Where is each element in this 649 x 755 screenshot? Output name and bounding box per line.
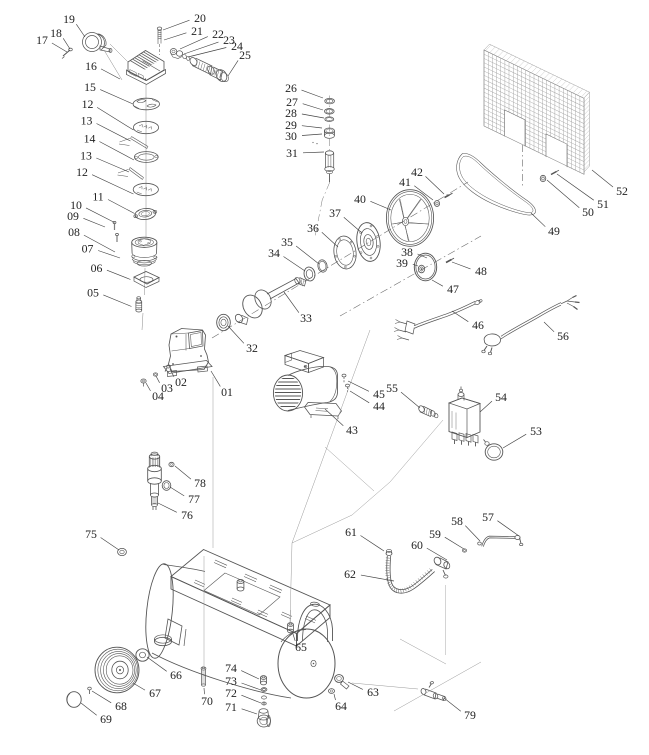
svg-text:26: 26 [285, 81, 297, 95]
svg-text:49: 49 [548, 224, 560, 238]
svg-text:47: 47 [447, 282, 459, 296]
svg-text:71: 71 [225, 700, 237, 714]
svg-text:67: 67 [149, 686, 161, 700]
svg-text:79: 79 [464, 708, 476, 722]
svg-text:74: 74 [225, 661, 237, 675]
svg-text:34: 34 [268, 246, 280, 260]
svg-text:33: 33 [300, 311, 312, 325]
svg-text:46: 46 [472, 318, 484, 332]
svg-text:03: 03 [161, 381, 173, 395]
svg-text:62: 62 [344, 567, 356, 581]
svg-text:58: 58 [451, 514, 463, 528]
svg-text:53: 53 [530, 424, 542, 438]
svg-text:06: 06 [91, 261, 103, 275]
svg-text:32: 32 [246, 341, 258, 355]
svg-text:64: 64 [335, 699, 347, 713]
svg-text:66: 66 [170, 668, 182, 682]
svg-text:22: 22 [212, 27, 224, 41]
svg-text:35: 35 [281, 235, 293, 249]
svg-text:13: 13 [80, 149, 92, 163]
svg-text:48: 48 [475, 264, 487, 278]
svg-text:30: 30 [285, 129, 297, 143]
svg-text:11: 11 [92, 190, 103, 204]
svg-text:31: 31 [286, 146, 298, 160]
svg-text:70: 70 [201, 694, 213, 708]
svg-text:12: 12 [82, 97, 94, 111]
svg-text:13: 13 [81, 114, 93, 128]
svg-text:50: 50 [582, 205, 594, 219]
svg-text:42: 42 [411, 165, 423, 179]
svg-text:37: 37 [329, 206, 341, 220]
svg-text:68: 68 [115, 699, 127, 713]
svg-text:21: 21 [191, 24, 203, 38]
svg-text:18: 18 [50, 26, 62, 40]
svg-text:29: 29 [285, 118, 297, 132]
svg-text:56: 56 [557, 329, 569, 343]
svg-text:43: 43 [346, 423, 358, 437]
svg-text:15: 15 [84, 80, 96, 94]
svg-text:77: 77 [188, 492, 200, 506]
svg-text:72: 72 [225, 686, 237, 700]
svg-text:14: 14 [84, 132, 96, 146]
svg-text:07: 07 [82, 242, 94, 256]
svg-text:38: 38 [401, 245, 413, 259]
svg-text:17: 17 [36, 33, 48, 47]
svg-text:39: 39 [396, 256, 408, 270]
svg-text:10: 10 [70, 198, 82, 212]
svg-text:54: 54 [495, 390, 507, 404]
svg-text:45: 45 [373, 387, 385, 401]
svg-text:59: 59 [429, 527, 441, 541]
svg-text:69: 69 [100, 712, 112, 726]
svg-text:51: 51 [597, 197, 609, 211]
svg-text:01: 01 [221, 385, 233, 399]
svg-text:05: 05 [87, 286, 99, 300]
svg-text:02: 02 [175, 375, 187, 389]
svg-text:08: 08 [68, 225, 80, 239]
svg-text:12: 12 [76, 165, 88, 179]
svg-text:09: 09 [67, 209, 79, 223]
svg-text:36: 36 [307, 221, 319, 235]
svg-text:19: 19 [63, 12, 75, 26]
svg-text:23: 23 [223, 33, 235, 47]
svg-text:40: 40 [354, 192, 366, 206]
svg-text:44: 44 [373, 399, 385, 413]
svg-text:65: 65 [295, 640, 307, 654]
svg-text:20: 20 [194, 11, 206, 25]
svg-text:27: 27 [286, 95, 298, 109]
svg-text:63: 63 [367, 685, 379, 699]
svg-text:04: 04 [152, 389, 164, 403]
svg-text:52: 52 [616, 184, 628, 198]
svg-text:61: 61 [345, 525, 357, 539]
svg-text:16: 16 [85, 59, 97, 73]
svg-text:76: 76 [181, 508, 193, 522]
svg-text:41: 41 [399, 175, 411, 189]
svg-text:75: 75 [85, 527, 97, 541]
svg-text:78: 78 [194, 476, 206, 490]
svg-text:25: 25 [239, 48, 251, 62]
svg-text:24: 24 [231, 39, 243, 53]
svg-text:60: 60 [411, 538, 423, 552]
svg-text:28: 28 [285, 106, 297, 120]
svg-text:55: 55 [386, 381, 398, 395]
svg-text:73: 73 [225, 674, 237, 688]
svg-text:57: 57 [482, 510, 494, 524]
